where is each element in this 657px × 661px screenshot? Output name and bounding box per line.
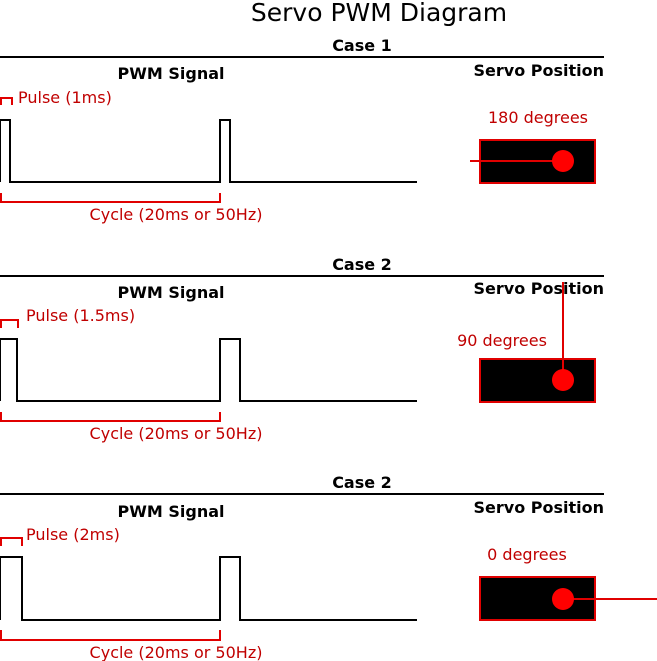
case-2-signal-title: PWM Signal <box>118 283 225 302</box>
case-2-servo-body <box>479 358 596 403</box>
case-1-cycle-bracket <box>0 193 221 203</box>
case-3-servo-title: Servo Position <box>474 498 605 517</box>
case-2-servo-title: Servo Position <box>474 279 605 298</box>
case-1-section: Case 1 PWM Signal Servo Position Pulse (… <box>0 36 604 224</box>
case-1-position-label: 180 degrees <box>488 108 588 127</box>
case-3-cycle-label: Cycle (20ms or 50Hz) <box>90 643 263 661</box>
case-3-pwm-waveform <box>0 556 417 621</box>
case-2-pwm-waveform <box>0 338 417 402</box>
case-1-servo-hub <box>552 150 574 172</box>
case-1-pulse-label: Pulse (1ms) <box>18 88 112 107</box>
case-3-position-label: 0 degrees <box>487 545 567 564</box>
case-1-pwm-waveform <box>0 119 417 183</box>
case-1-cycle-label: Cycle (20ms or 50Hz) <box>90 205 263 224</box>
case-2-servo-hub <box>552 369 574 391</box>
case-1-signal-title: PWM Signal <box>118 64 225 83</box>
case-2-pulse-bracket <box>0 319 19 328</box>
case-3-servo-hub <box>552 588 574 610</box>
case-2-cycle-bracket <box>0 412 221 422</box>
diagram-title: Servo PWM Diagram <box>251 0 507 27</box>
case-3-pulse-bracket <box>0 537 23 546</box>
case-3-section: Case 2 PWM Signal Servo Position Pulse (… <box>0 473 657 661</box>
case-1-header: Case 1 <box>332 36 392 55</box>
case-3-header: Case 2 <box>332 473 392 492</box>
case-3-signal-title: PWM Signal <box>118 502 225 521</box>
case-3-cycle-bracket <box>0 630 221 641</box>
case-2-position-label: 90 degrees <box>457 331 547 350</box>
case-2-header: Case 2 <box>332 255 392 274</box>
case-1-pulse-bracket <box>0 97 13 105</box>
case-2-cycle-label: Cycle (20ms or 50Hz) <box>90 424 263 443</box>
case-2-pulse-label: Pulse (1.5ms) <box>26 306 135 325</box>
case-1-servo-title: Servo Position <box>474 61 605 80</box>
case-3-pulse-label: Pulse (2ms) <box>26 525 120 544</box>
case-2-section: Case 2 PWM Signal Servo Position Pulse (… <box>0 255 604 443</box>
